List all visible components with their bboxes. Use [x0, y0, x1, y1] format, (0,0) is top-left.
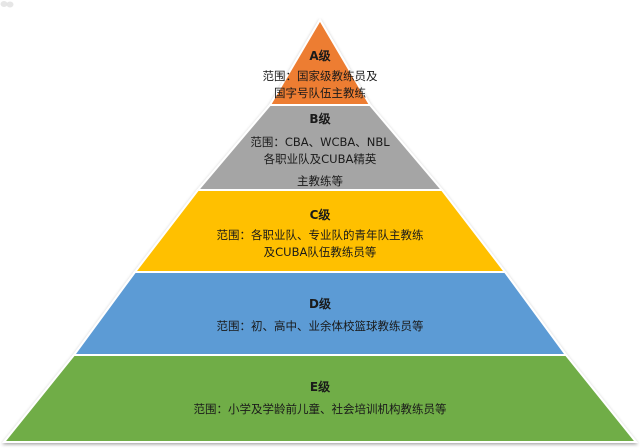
tier-e-level: E级 — [309, 380, 331, 394]
tier-b-desc-line-2: 各职业队及CUBA精英 — [263, 152, 377, 166]
tier-a-desc-line-2: 国字号队伍主教练 — [274, 86, 366, 100]
watermark-logo-icon — [0, 1, 14, 8]
tier-d-band — [72, 271, 568, 356]
tier-b-desc-line-1: 范围：CBA、WCBA、NBL — [250, 135, 390, 149]
tier-e-band — [1, 354, 639, 443]
tier-b-level: B级 — [309, 112, 331, 126]
tier-e-desc-line-1: 范围：小学及学龄前儿童、社会培训机构教练员等 — [193, 402, 447, 416]
tier-c-desc-line-1: 范围：各职业队、专业队的青年队主教练 — [216, 228, 424, 242]
tier-d-level: D级 — [309, 297, 331, 311]
tier-c-level: C级 — [309, 208, 331, 222]
tier-d-desc-line-1: 范围：初、高中、业余体校篮球教练员等 — [216, 319, 424, 333]
tier-a-level: A级 — [309, 49, 331, 63]
tier-a-desc-line-1: 范围：国家级教练员及 — [262, 69, 378, 83]
tier-c-desc-line-2: 及CUBA队伍教练员等 — [263, 245, 377, 259]
tier-b-desc-line-3: 主教练等 — [297, 174, 343, 188]
